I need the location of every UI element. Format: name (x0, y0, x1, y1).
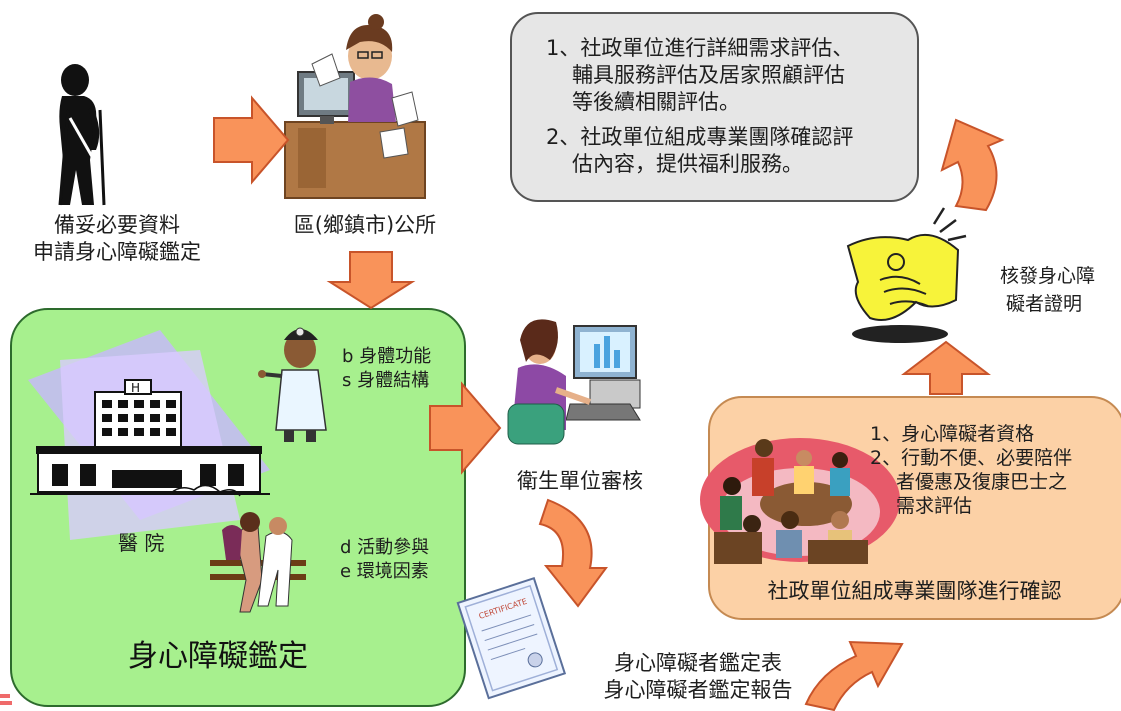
applicant-crutches-icon (58, 64, 106, 206)
arrow-apply-to-office (213, 95, 290, 185)
hospital-e-line: e 環境因素 (340, 561, 429, 582)
team-meeting-icon (700, 438, 900, 564)
office-clerk-icon (284, 14, 426, 199)
arrow-health-to-report (538, 498, 608, 608)
hospital-building-label: 醫 院 (118, 531, 165, 555)
hospital-d-line: d 活動參與 (340, 537, 430, 558)
social-team-items: 1、身心障礙者資格 2、行動不便、必要陪伴 者優惠及復康巴士之 需求評估 (870, 423, 1073, 517)
certificate-label: 核發身心障 礙者證明 (1000, 265, 1096, 315)
arrow-team-to-certificate (901, 340, 991, 395)
health-unit-worker-icon (507, 319, 641, 445)
hospital-building-icon: H (30, 379, 270, 497)
arrow-certificate-to-welfare (940, 118, 1005, 212)
office-label: 區(鄉鎮市)公所 (293, 213, 437, 237)
doctor-icon (258, 327, 327, 442)
hospital-b-line: b 身體功能 (342, 346, 432, 367)
certificate-issue-icon (846, 207, 967, 343)
report-label: 身心障礙者鑑定表 身心障礙者鑑定報告 (603, 651, 793, 702)
arrow-office-to-hospital (326, 251, 416, 310)
welfare-services-box (510, 12, 919, 202)
apply-step-label: 備妥必要資料 申請身心障礙鑑定 (33, 213, 201, 264)
hospital-title: 身心障礙鑑定 (128, 639, 308, 674)
assessment-report-icon: CERTIFICATE (456, 577, 567, 700)
arrow-hospital-to-health (429, 381, 502, 475)
welfare-item-1: 1、社政單位進行詳細需求評估、 輔具服務評估及居家照顧評估 等後續相關評估。 (546, 36, 854, 114)
rehabilitation-icon (210, 512, 306, 613)
svg-text:H: H (131, 381, 140, 395)
welfare-item-2: 2、社政單位組成專業團隊確認評 估內容，提供福利服務。 (546, 125, 854, 176)
hospital-s-line: s 身體結構 (342, 370, 430, 391)
health-unit-label: 衛生單位審核 (517, 469, 643, 493)
arrow-report-to-team (804, 640, 904, 711)
social-team-title: 社政單位組成專業團隊進行確認 (767, 579, 1062, 603)
